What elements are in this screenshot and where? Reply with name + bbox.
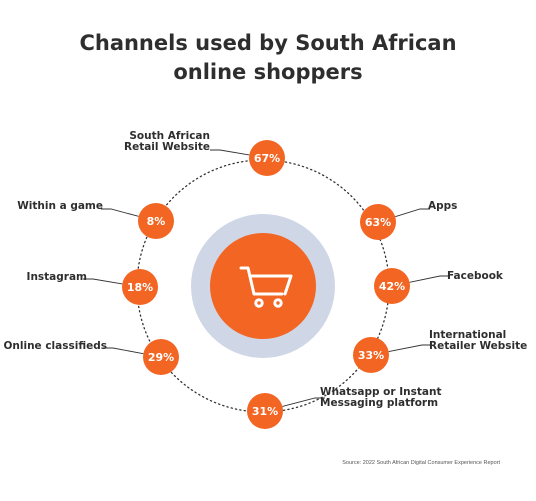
leader-line — [395, 208, 430, 218]
value-label: 67% — [254, 152, 280, 165]
value-bubble — [247, 393, 283, 429]
value-label: 63% — [365, 216, 391, 229]
center-disc — [210, 233, 316, 339]
value-label: 8% — [147, 215, 166, 228]
bubble-group-3: 42% Facebook — [374, 268, 504, 304]
value-bubble — [249, 140, 285, 176]
value-bubble — [138, 203, 174, 239]
leader-line — [83, 278, 123, 285]
value-label: 29% — [148, 351, 174, 364]
value-bubble — [143, 339, 179, 375]
value-label: 33% — [358, 349, 384, 362]
category-label: Online classifieds — [3, 340, 107, 352]
value-label: 18% — [127, 281, 153, 294]
bubble-group-2: 63% Apps — [360, 200, 457, 240]
bubble-group-6: 29% Online classifieds — [3, 339, 179, 375]
value-label: 31% — [252, 405, 278, 418]
leader-line — [103, 347, 144, 355]
source-note: Source: 2022 South African Digital Consu… — [342, 460, 500, 466]
leader-line — [409, 275, 450, 283]
value-bubble — [360, 204, 396, 240]
chart-title-line-1: Channels used by South African — [79, 31, 456, 55]
leader-line — [210, 149, 250, 156]
category-label: Instagram — [27, 271, 88, 283]
value-label: 42% — [379, 280, 405, 293]
value-bubble — [374, 268, 410, 304]
leader-line — [388, 344, 432, 352]
value-bubble — [122, 269, 158, 305]
bubble-group-7: 18% Instagram — [27, 269, 158, 305]
chart-title-line-2: online shoppers — [173, 60, 362, 84]
leader-line — [101, 208, 139, 217]
leader-line — [282, 397, 325, 407]
category-label: Within a game — [17, 200, 103, 212]
bubble-group-8: 8% Within a game — [17, 200, 174, 239]
value-bubble — [353, 337, 389, 373]
category-label: Facebook — [447, 270, 504, 282]
shopping-cart-icon — [239, 266, 293, 308]
category-label: Apps — [428, 200, 457, 212]
